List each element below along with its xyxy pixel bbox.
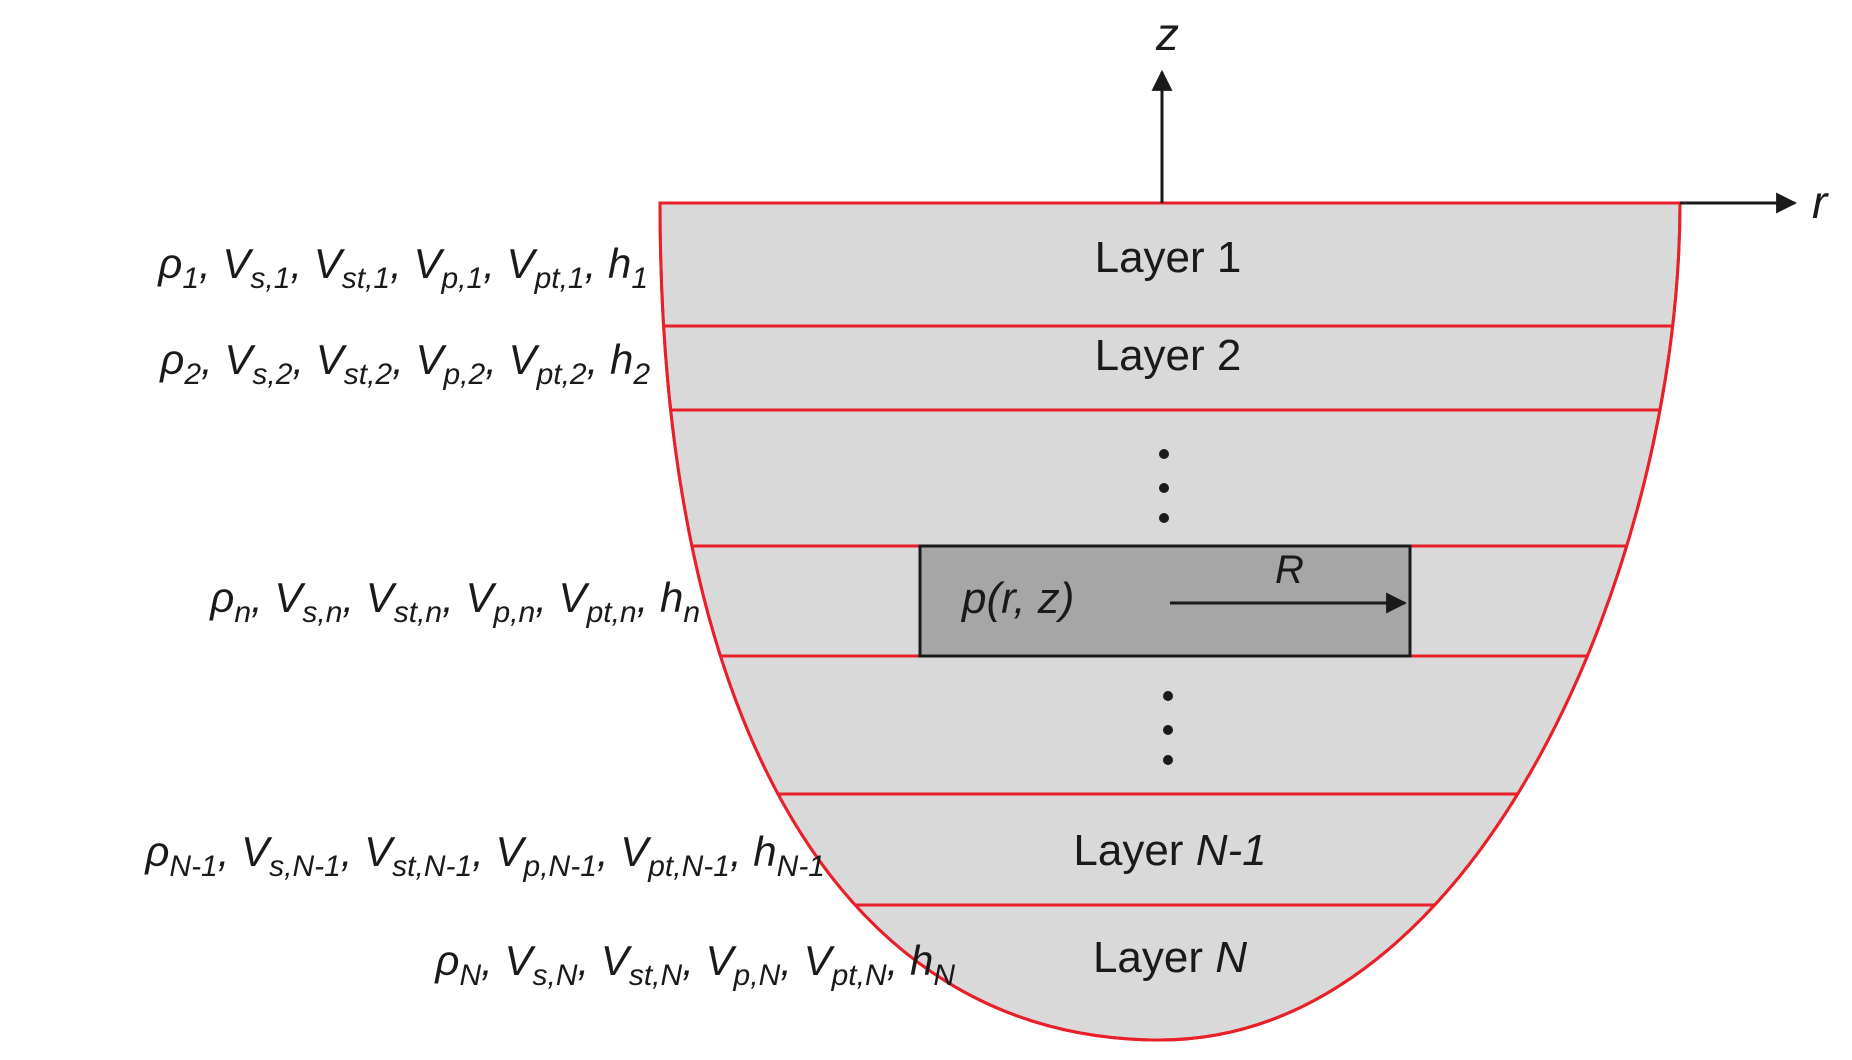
param-row-n-minus-1: ρN-1, Vs,N-1, Vst,N-1, Vp,N-1, Vpt,N-1, … xyxy=(143,828,825,883)
param-subscript-h: 2 xyxy=(632,358,650,391)
param-symbol-vst: V xyxy=(314,240,346,287)
param-symbol-vp: V xyxy=(496,828,528,875)
param-symbol-h: h xyxy=(610,336,633,383)
param-subscript-vp: p,N-1 xyxy=(523,850,597,883)
param-row-2: ρ2, Vs,2, Vst,2, Vp,2, Vpt,2, h2 xyxy=(158,336,650,391)
param-subscript-vpt: pt,N xyxy=(831,959,887,992)
param-subscript-h: N xyxy=(933,959,955,992)
param-symbol-h: h xyxy=(910,937,933,984)
param-subscript-vs: s,1 xyxy=(250,262,290,295)
param-symbol-vs: V xyxy=(241,828,273,875)
param-subscript-vst: st,2 xyxy=(344,358,393,391)
param-symbol-h: h xyxy=(753,828,776,875)
param-subscript-rho: n xyxy=(234,596,251,629)
param-subscript-vpt: pt,n xyxy=(586,596,637,629)
param-symbol-h: h xyxy=(660,574,683,621)
param-row-N: ρN, Vs,N, Vst,N, Vp,N, Vpt,N, hN xyxy=(433,937,955,992)
param-subscript-vs: s,n xyxy=(302,596,342,629)
layer-name-1: Layer 1 xyxy=(1095,233,1242,282)
layer-name-n-minus-1: Layer N-1 xyxy=(1073,826,1266,875)
param-subscript-rho: N-1 xyxy=(169,850,217,883)
param-symbol-vst: V xyxy=(316,336,348,383)
param-symbol-vpt: V xyxy=(804,937,836,984)
param-symbol-rho: ρ xyxy=(208,574,234,621)
param-subscript-vp: p,n xyxy=(492,596,535,629)
param-subscript-vs: s,N-1 xyxy=(269,850,341,883)
param-symbol-vst: V xyxy=(364,828,396,875)
radius-label: R xyxy=(1275,548,1304,592)
param-subscript-h: n xyxy=(683,596,700,629)
param-subscript-h: 1 xyxy=(631,262,648,295)
param-subscript-rho: 1 xyxy=(182,262,199,295)
param-symbol-vs: V xyxy=(224,336,256,383)
param-subscript-vst: st,N-1 xyxy=(392,850,472,883)
param-symbol-vp: V xyxy=(706,937,738,984)
ellipsis-upper xyxy=(1159,449,1169,523)
param-subscript-vst: st,N xyxy=(629,959,683,992)
param-subscript-vs: s,2 xyxy=(252,358,292,391)
param-subscript-rho: N xyxy=(459,959,481,992)
param-symbol-vpt: V xyxy=(620,828,652,875)
source-disk xyxy=(918,544,1412,658)
param-symbol-rho: ρ xyxy=(143,828,169,875)
param-subscript-vp: p,2 xyxy=(442,358,485,391)
param-symbol-vpt: V xyxy=(559,574,591,621)
param-symbol-rho: ρ xyxy=(156,240,182,287)
param-subscript-vpt: pt,N-1 xyxy=(647,850,730,883)
ellipsis-lower xyxy=(1163,691,1173,765)
layer-name-n: Layer N xyxy=(1093,933,1247,982)
param-subscript-rho: 2 xyxy=(183,358,201,391)
param-subscript-vs: s,N xyxy=(532,959,577,992)
param-subscript-vp: p,N xyxy=(733,959,781,992)
param-subscript-vpt: pt,2 xyxy=(536,358,587,391)
param-symbol-vs: V xyxy=(504,937,536,984)
param-symbol-vst: V xyxy=(366,574,398,621)
param-symbol-vp: V xyxy=(413,240,445,287)
param-symbol-vpt: V xyxy=(507,240,539,287)
param-symbol-vst: V xyxy=(601,937,633,984)
source-label: p(r, z) xyxy=(960,574,1074,623)
param-subscript-h: N-1 xyxy=(777,850,825,883)
param-symbol-vpt: V xyxy=(509,336,541,383)
param-row-n: ρn, Vs,n, Vst,n, Vp,n, Vpt,n, hn xyxy=(208,574,700,629)
param-row-1: ρ1, Vs,1, Vst,1, Vp,1, Vpt,1, h1 xyxy=(156,240,648,295)
param-symbol-rho: ρ xyxy=(433,937,459,984)
param-symbol-vp: V xyxy=(465,574,497,621)
param-symbol-rho: ρ xyxy=(158,336,184,383)
r-axis-label: r xyxy=(1812,176,1829,228)
param-symbol-vs: V xyxy=(274,574,306,621)
param-subscript-vp: p,1 xyxy=(440,262,483,295)
layer-name-2: Layer 2 xyxy=(1095,331,1242,380)
param-symbol-h: h xyxy=(608,240,631,287)
param-symbol-vp: V xyxy=(415,336,447,383)
param-subscript-vst: st,n xyxy=(394,596,442,629)
param-symbol-vs: V xyxy=(222,240,254,287)
param-subscript-vst: st,1 xyxy=(342,262,390,295)
param-subscript-vpt: pt,1 xyxy=(534,262,585,295)
z-axis-label: z xyxy=(1155,8,1179,60)
